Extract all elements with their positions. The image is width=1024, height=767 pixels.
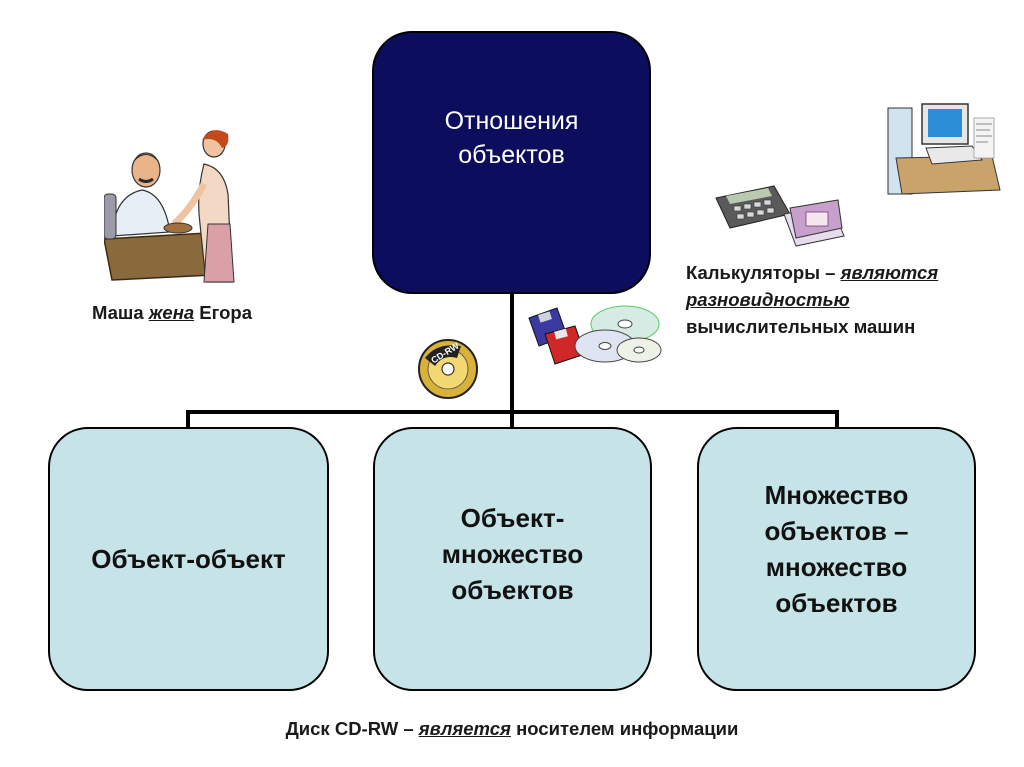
calculator-icon xyxy=(715,185,845,247)
floppy-and-cds-icon xyxy=(528,305,662,365)
caption-disk: Диск CD-RW – является носителем информац… xyxy=(285,718,739,739)
caption-calculators: Калькуляторы – являются разновидностью в… xyxy=(686,262,939,337)
child-node-label: Объект-объект xyxy=(91,544,286,574)
cd-rw-disc-icon: CD-RW xyxy=(418,339,478,399)
people-illustration xyxy=(104,130,235,283)
child-node-set-set: Множество объектов – множество объектов xyxy=(697,427,976,691)
child-node-object-object: Объект-объект xyxy=(48,427,329,691)
computer-icon xyxy=(887,103,1001,195)
child-node-label: Множество объектов – множество объектов xyxy=(764,480,909,618)
root-node: Отношения объектов xyxy=(372,31,651,294)
root-node-label: Отношения объектов xyxy=(444,106,579,169)
child-node-object-set: Объект- множество объектов xyxy=(373,427,652,691)
caption-masha: Маша жена Егора xyxy=(92,302,252,323)
child-node-label: Объект- множество объектов xyxy=(441,503,584,605)
